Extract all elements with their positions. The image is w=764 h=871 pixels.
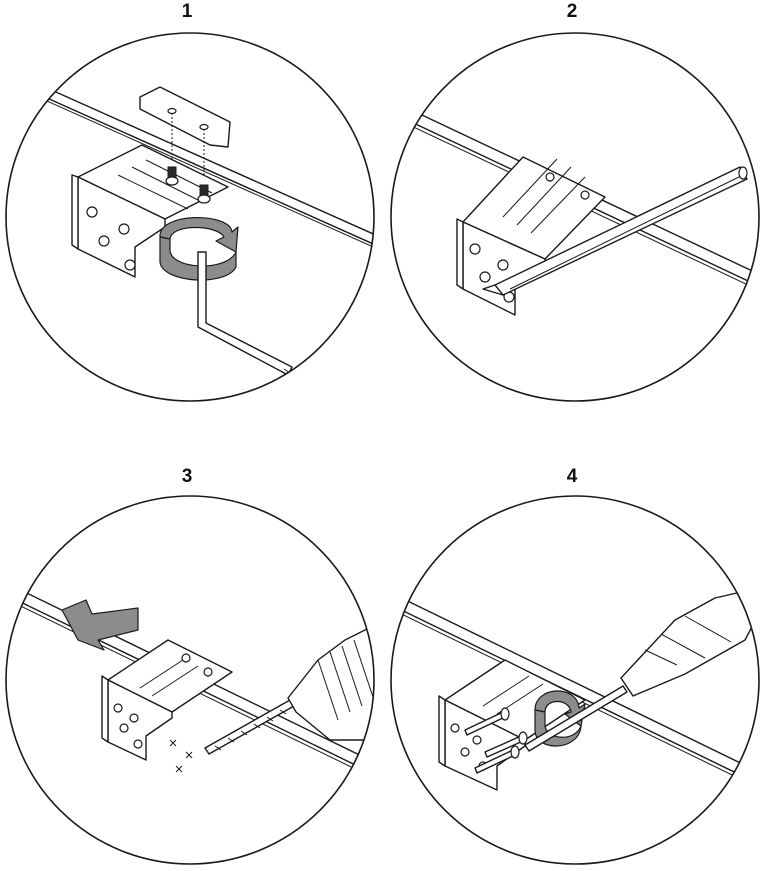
step-number-1: 1 [182, 2, 193, 21]
step-4-illustration [385, 490, 764, 870]
step-number-3: 3 [182, 467, 193, 486]
rail-mount-plate [140, 87, 230, 147]
step-4-frame [391, 496, 759, 864]
drill-icon [205, 620, 385, 754]
step-2-illustration [385, 27, 764, 407]
step-3-illustration [0, 490, 380, 870]
direction-arrow-icon [62, 600, 138, 650]
bracket-icon [457, 157, 605, 315]
step-1-frame [6, 33, 374, 401]
step-1-illustration [0, 27, 380, 407]
screwdriver-icon [525, 590, 764, 751]
drill-marks [170, 740, 192, 772]
step-number-4: 4 [567, 467, 578, 486]
step-number-2: 2 [567, 2, 578, 21]
